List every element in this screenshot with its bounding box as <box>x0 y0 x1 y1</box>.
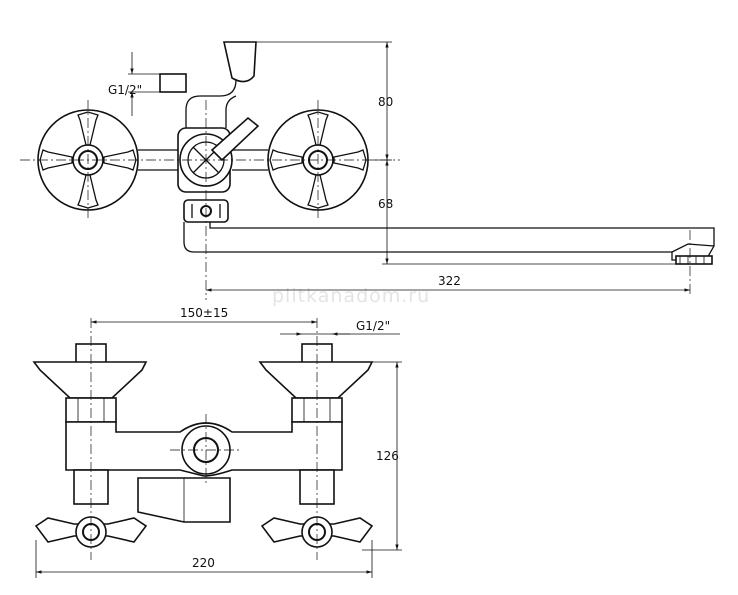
body-connector <box>138 149 268 171</box>
aerator-ribs <box>679 256 705 264</box>
dim-68-label: 68 <box>378 197 393 211</box>
dim-126-label: 126 <box>376 449 399 463</box>
dim-322-label: 322 <box>438 274 461 288</box>
right-valve-cap <box>258 361 374 399</box>
front-view: 150±15 G1/2" 126 220 <box>32 306 402 578</box>
thread-stub <box>159 73 187 93</box>
thread-label-top: G1/2" <box>108 83 142 97</box>
diverter-lever <box>210 116 260 162</box>
watermark-text: plitkanadom.ru <box>272 285 430 307</box>
right-valve-nut-faces <box>303 398 331 422</box>
left-handle-arm-left <box>39 149 73 171</box>
left-valve-cap <box>32 361 148 399</box>
dim-150-label: 150±15 <box>180 306 228 320</box>
dim-220-label: 220 <box>192 556 215 570</box>
shower-outlet-nozzle <box>223 41 257 83</box>
left-handle-arm-right <box>103 149 137 171</box>
dim-80-label: 80 <box>378 95 393 109</box>
front-thread-label: G1/2" <box>356 319 390 333</box>
spout-mount-ribs <box>191 204 221 218</box>
left-valve-nut-faces <box>77 398 105 422</box>
right-handle-arm-left <box>269 149 303 171</box>
shower-outlet-pipe-left <box>185 48 237 128</box>
top-view: G1/2" 80 68 322 <box>20 41 715 300</box>
shower-outlet-pipe-right <box>225 95 237 128</box>
spout-tip <box>671 243 715 253</box>
aerator <box>675 255 713 265</box>
spout-body <box>183 222 715 261</box>
